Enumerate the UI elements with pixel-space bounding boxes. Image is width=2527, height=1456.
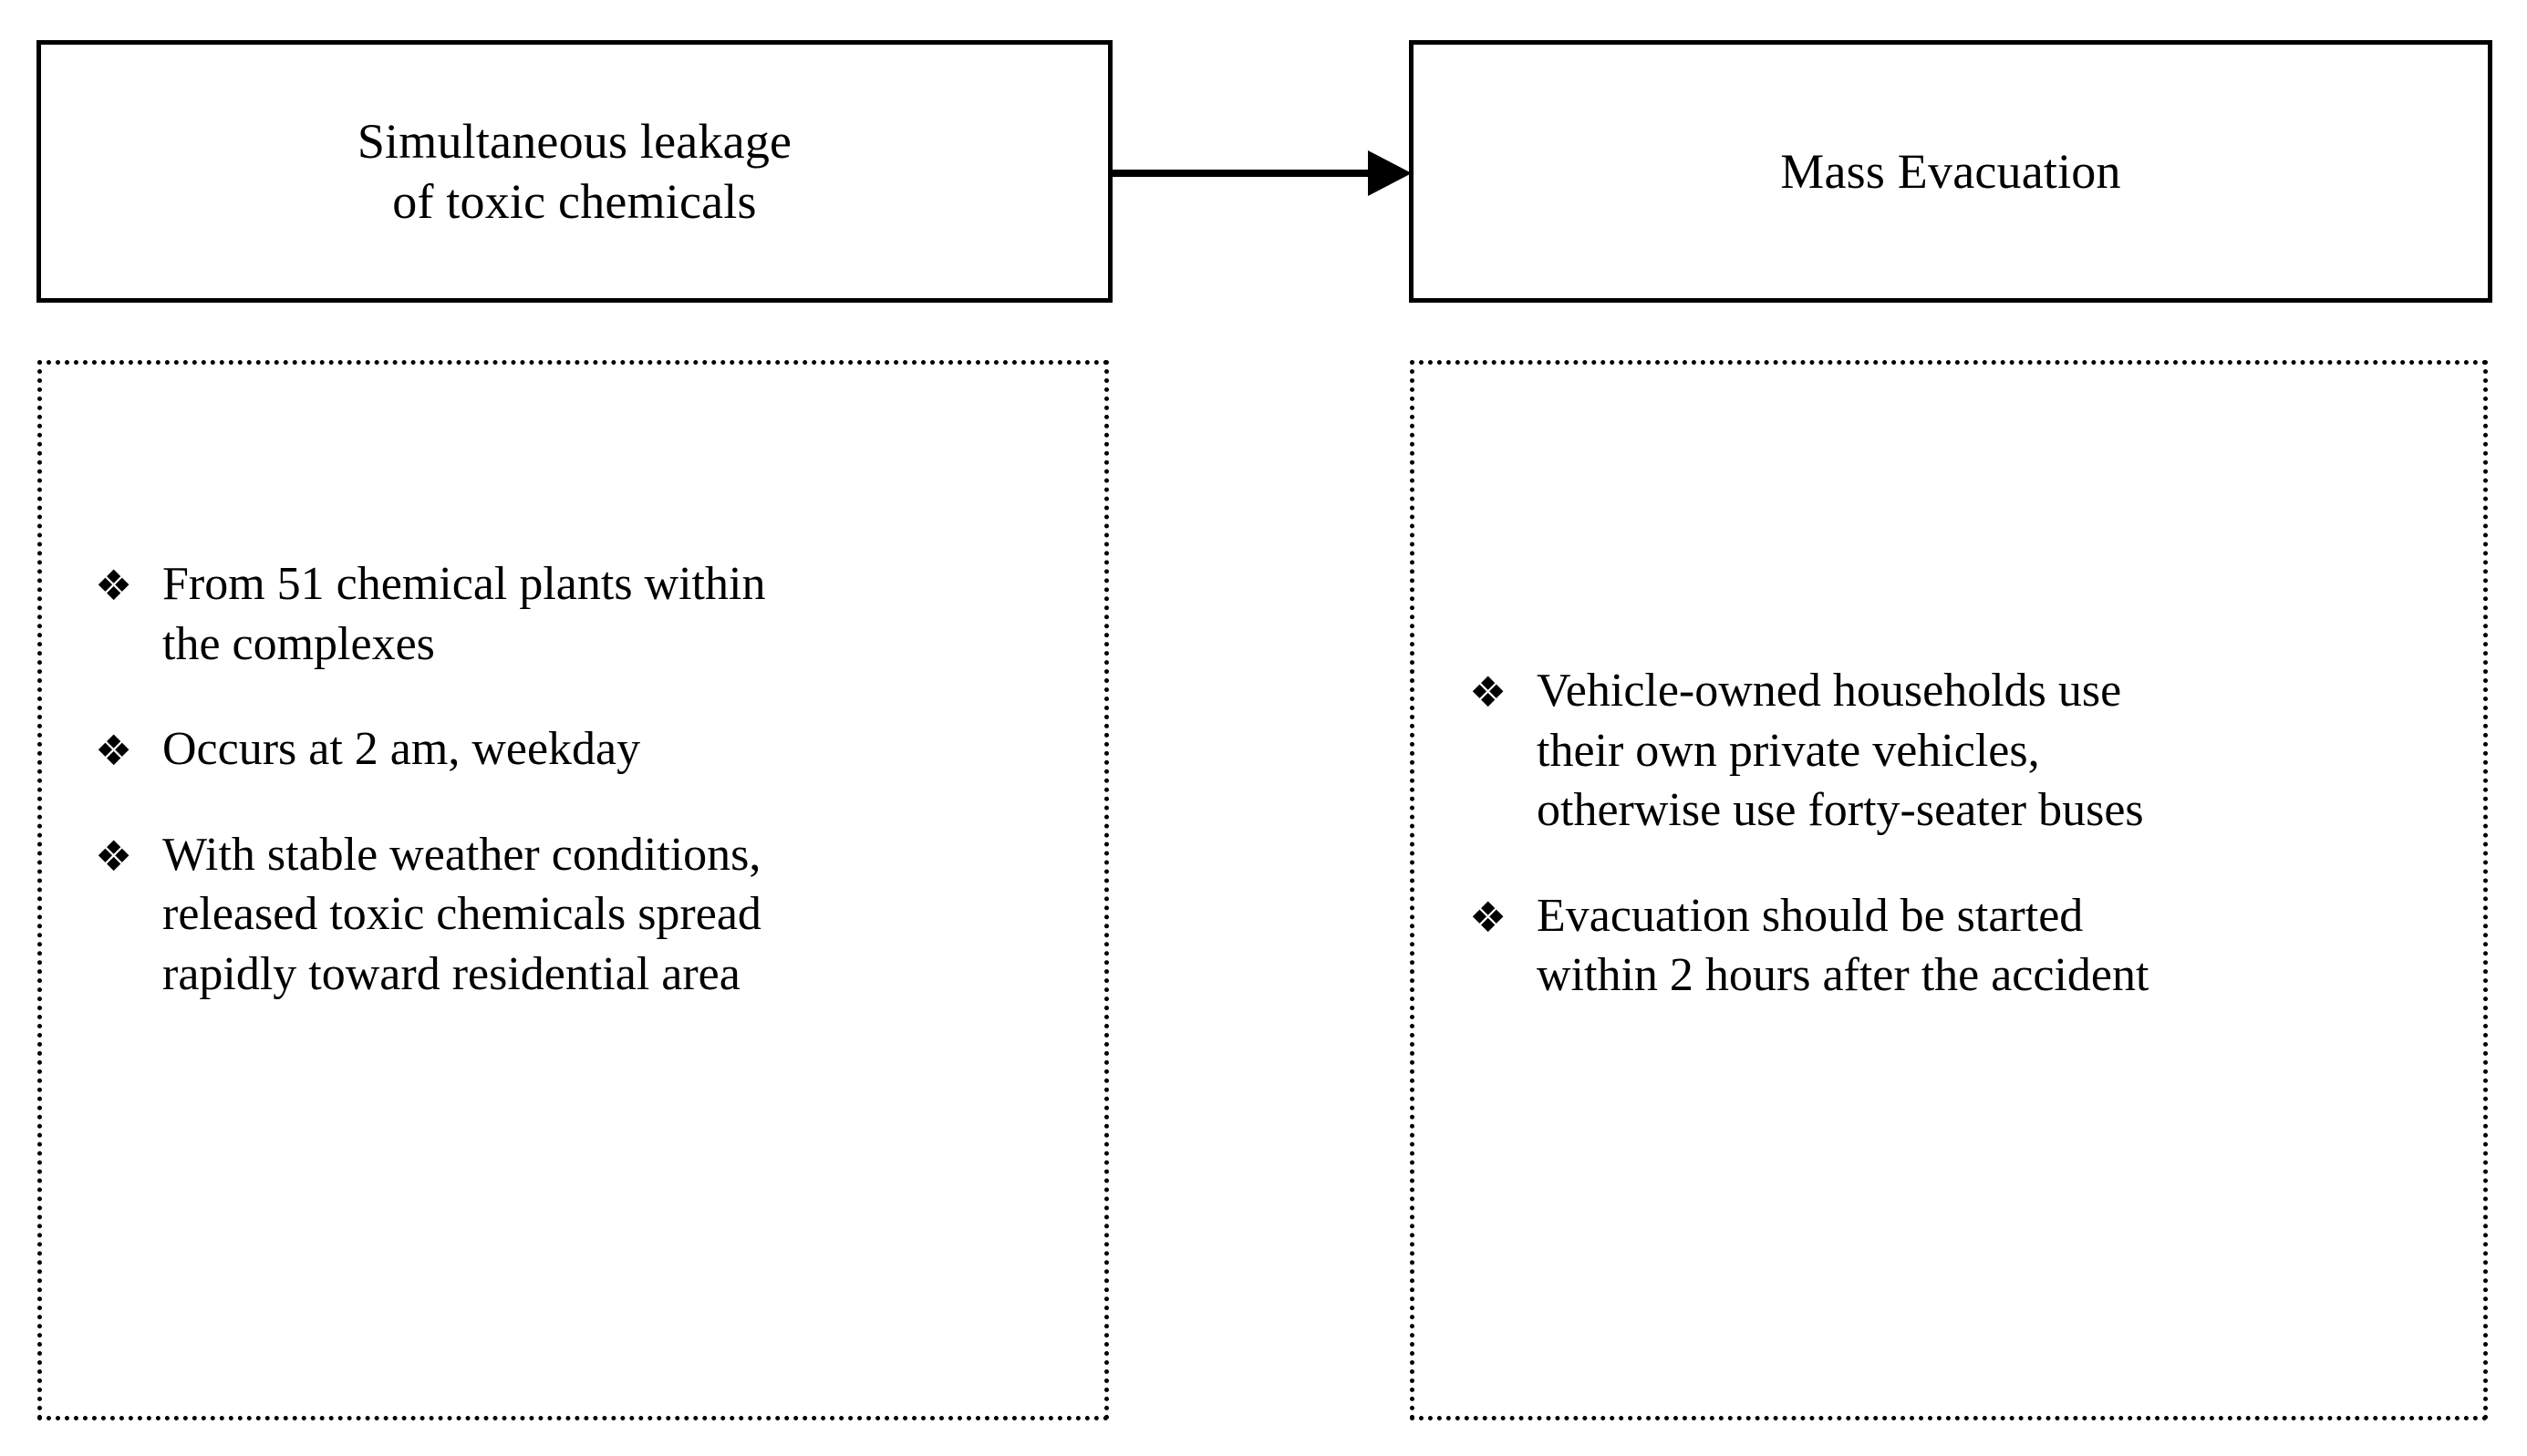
response-node-title: Mass Evacuation — [1780, 143, 2121, 199]
list-item-text: Evacuation should be started within 2 ho… — [1537, 889, 2149, 1002]
diamond-bullet-icon: ❖ — [1469, 892, 1507, 942]
list-item-text: With stable weather conditions, released… — [162, 828, 761, 1000]
hazard-node-box: Simultaneous leakage of toxic chemicals — [36, 40, 1113, 303]
response-node-box: Mass Evacuation — [1409, 40, 2492, 303]
list-item: ❖ Evacuation should be started within 2 … — [1469, 886, 2452, 1006]
list-item: ❖ Vehicle-owned households use their own… — [1469, 661, 2452, 841]
hazard-bullet-list: ❖ From 51 chemical plants within the com… — [42, 554, 1104, 1004]
response-bullet-list: ❖ Vehicle-owned households use their own… — [1414, 661, 2483, 1006]
list-item: ❖ With stable weather conditions, releas… — [95, 825, 1073, 1005]
hazard-node-title: Simultaneous leakage of toxic chemicals — [357, 113, 792, 229]
arrow-head-icon — [1368, 150, 1412, 196]
list-item-text: Occurs at 2 am, weekday — [162, 723, 641, 776]
diamond-bullet-icon: ❖ — [1469, 667, 1507, 717]
diamond-bullet-icon: ❖ — [95, 831, 133, 881]
response-details-box: ❖ Vehicle-owned households use their own… — [1410, 360, 2488, 1420]
list-item-text: Vehicle-owned households use their own p… — [1537, 665, 2144, 837]
list-item: ❖ Occurs at 2 am, weekday — [95, 719, 1073, 780]
hazard-details-box: ❖ From 51 chemical plants within the com… — [37, 360, 1109, 1420]
flow-arrow-hazard-to-response — [1111, 150, 1412, 196]
diamond-bullet-icon: ❖ — [95, 726, 133, 776]
list-item-text: From 51 chemical plants within the compl… — [162, 558, 766, 670]
diamond-bullet-icon: ❖ — [95, 561, 133, 610]
list-item: ❖ From 51 chemical plants within the com… — [95, 554, 1073, 674]
